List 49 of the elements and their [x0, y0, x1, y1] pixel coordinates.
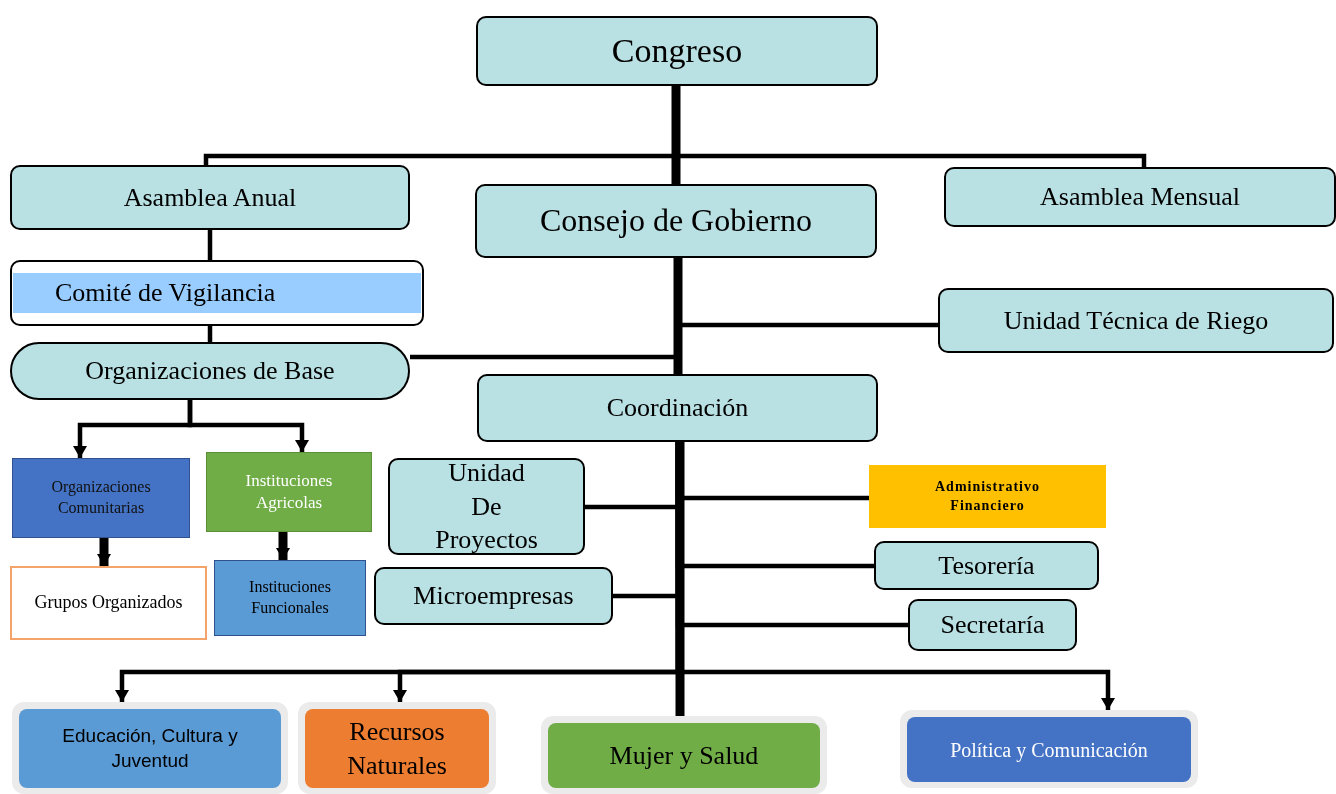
node-label: Mujer y Salud [609, 739, 759, 772]
node-label: Unidad Técnica de Riego [1003, 304, 1269, 337]
org-box [908, 599, 1077, 651]
org-box [388, 458, 585, 555]
frame-box [298, 702, 496, 794]
org-box [869, 465, 1106, 528]
connector-line [675, 442, 685, 716]
arrow [97, 538, 111, 566]
node-label: Secretaría [940, 609, 1045, 642]
org-box [12, 458, 190, 538]
node-label: Congreso [611, 30, 743, 71]
org-box [874, 541, 1099, 590]
node-label: Recursos Naturales [346, 715, 448, 782]
org-box [10, 566, 207, 640]
pill-box [10, 342, 410, 400]
org-box [476, 16, 878, 86]
node-label: Coordinación [606, 392, 749, 425]
node-label: Organizaciones de Base [85, 355, 335, 388]
org-box [10, 165, 410, 230]
node-label: Organizaciones Comunitarias [50, 477, 152, 518]
node-label: Microempresas [413, 580, 574, 613]
node-label: Grupos Organizados [34, 591, 183, 615]
org-box [214, 560, 366, 636]
org-box [944, 167, 1336, 227]
node-label: Instituciones Agricolas [244, 469, 334, 514]
node-label: Comité de Vigilancia [55, 277, 276, 310]
node-label: Instituciones Funcionales [248, 577, 332, 618]
node-label: Administrativo Financiero [934, 478, 1041, 515]
org-box [477, 374, 878, 442]
frame-box [12, 702, 288, 794]
node-label: Unidad De Proyectos [434, 456, 539, 557]
org-box [374, 567, 613, 625]
frame-box [541, 716, 827, 794]
org-box [10, 260, 424, 326]
node-label: Educación, Cultura y Juventud [61, 723, 239, 773]
connector-line [671, 86, 681, 184]
node-label: Asamblea Mensual [1040, 181, 1240, 214]
org-box [938, 288, 1334, 353]
connector-line [207, 230, 213, 260]
org-box [206, 452, 372, 532]
connector-line [673, 258, 683, 374]
node-label: Tesorería [938, 549, 1035, 582]
arrow [276, 532, 290, 560]
arrow [187, 400, 309, 452]
frame-box [900, 710, 1198, 788]
node-label: Asamblea Anual [123, 181, 297, 214]
node-label: Política y Comunicación [950, 737, 1148, 763]
node-label: Consejo de Gobierno [540, 201, 812, 241]
org-box [475, 184, 877, 258]
